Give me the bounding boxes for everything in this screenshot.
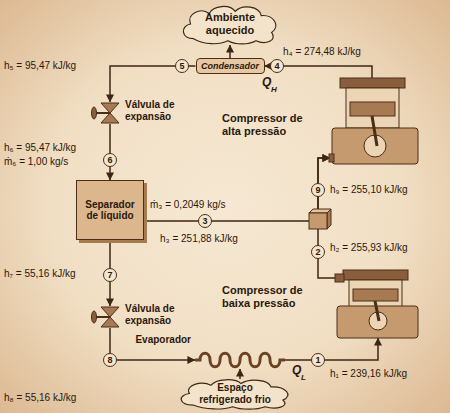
piston <box>353 289 398 301</box>
component-label: Separador de líquido <box>82 199 138 222</box>
inlet-pipe <box>329 154 334 162</box>
component-label: Evaporador <box>135 334 191 346</box>
compressor: Compressor de alta pressão <box>330 78 420 165</box>
state-property: h₇ = 55,16 kJ/kg <box>4 268 76 280</box>
component-label: Compressor de alta pressão <box>222 112 312 137</box>
valve-wheel <box>92 311 97 323</box>
cylinder-head <box>340 78 405 88</box>
cylinder-head <box>343 270 408 280</box>
state-point-number: 4 <box>270 59 284 73</box>
connecting-rod <box>372 116 377 146</box>
expansion-valve: Válvula de expansão <box>99 306 121 328</box>
evaporator: Evaporador <box>195 351 285 369</box>
heat-symbol: Q <box>262 76 271 88</box>
cloud-label: Ambiente aquecido <box>200 11 260 36</box>
state-point-number: 1 <box>311 353 325 367</box>
state-point-number: 2 <box>311 245 325 259</box>
valve-stem <box>96 316 110 318</box>
state-point-number: 5 <box>175 59 189 73</box>
condenser-box: Condensador <box>196 58 265 74</box>
state-property: h₅ = 95,47 kJ/kg <box>4 60 76 72</box>
connecting-rod <box>375 301 379 321</box>
valve-symbol <box>92 103 120 123</box>
heat-symbol: Q <box>292 364 301 376</box>
flow-line <box>144 158 330 221</box>
compressor: Compressor de baixa pressão <box>335 270 420 338</box>
valve-stem <box>96 112 110 114</box>
state-property: h₆ = 95,47 kJ/kg <box>4 142 76 154</box>
flow-line <box>109 124 111 180</box>
compressor-illustration <box>329 78 418 164</box>
component-label: Condensador <box>201 61 259 71</box>
valve-body <box>101 103 119 113</box>
state-property: ṁ₆ = 1,00 kg/s <box>4 156 68 168</box>
cloud-shape <box>183 6 275 43</box>
heat-symbol: L <box>301 372 306 384</box>
evaporator-coil <box>195 353 285 367</box>
valve-wheel <box>92 107 97 119</box>
valve-body <box>101 113 119 123</box>
outlet-pipe <box>335 274 344 282</box>
state-property: h₁ = 239,16 kJ/kg <box>330 368 407 380</box>
chamber-side <box>327 209 331 229</box>
valve-body <box>101 317 119 327</box>
flow-line <box>239 369 241 379</box>
state-property: h₃ = 251,88 kJ/kg <box>160 233 238 245</box>
state-point-number: 9 <box>311 183 325 197</box>
state-property: h₈ = 55,16 kJ/kg <box>4 392 76 404</box>
chamber-front <box>309 213 327 229</box>
flow-line <box>285 338 378 360</box>
flow-line <box>110 328 195 360</box>
valve-body <box>101 307 119 317</box>
component-label: Válvula de expansão <box>125 303 197 326</box>
state-point-number: 6 <box>103 153 117 167</box>
heat-symbol: H <box>271 84 277 96</box>
flash-separator-box: Separador de líquido <box>76 180 144 240</box>
heat-sink-cloud: Ambiente aquecido <box>178 3 282 45</box>
expansion-valve: Válvula de expansão <box>99 102 121 124</box>
component-label: Compressor de baixa pressão <box>222 284 312 309</box>
cloud-label: Espaço refrigerado frio <box>197 382 273 405</box>
valve-symbol <box>92 307 120 327</box>
state-property: ṁ₃ = 0,2049 kg/s <box>150 199 226 211</box>
compressor-illustration <box>335 270 418 338</box>
state-property: h₂ = 255,93 kJ/kg <box>330 242 408 254</box>
piston <box>350 102 395 116</box>
component-label: Válvula de expansão <box>125 99 197 122</box>
state-property: h₉ = 255,10 kJ/kg <box>330 184 408 196</box>
flow-line <box>229 45 231 58</box>
state-point-number: 3 <box>198 214 212 228</box>
state-point-number: 8 <box>103 353 117 367</box>
mixing-chamber <box>309 209 331 229</box>
state-property: h₄ = 274,48 kJ/kg <box>283 46 361 58</box>
state-point-number: 7 <box>103 268 117 282</box>
cloud-shape <box>181 380 288 409</box>
cold-space-cloud: Espaço refrigerado frio <box>175 377 295 410</box>
